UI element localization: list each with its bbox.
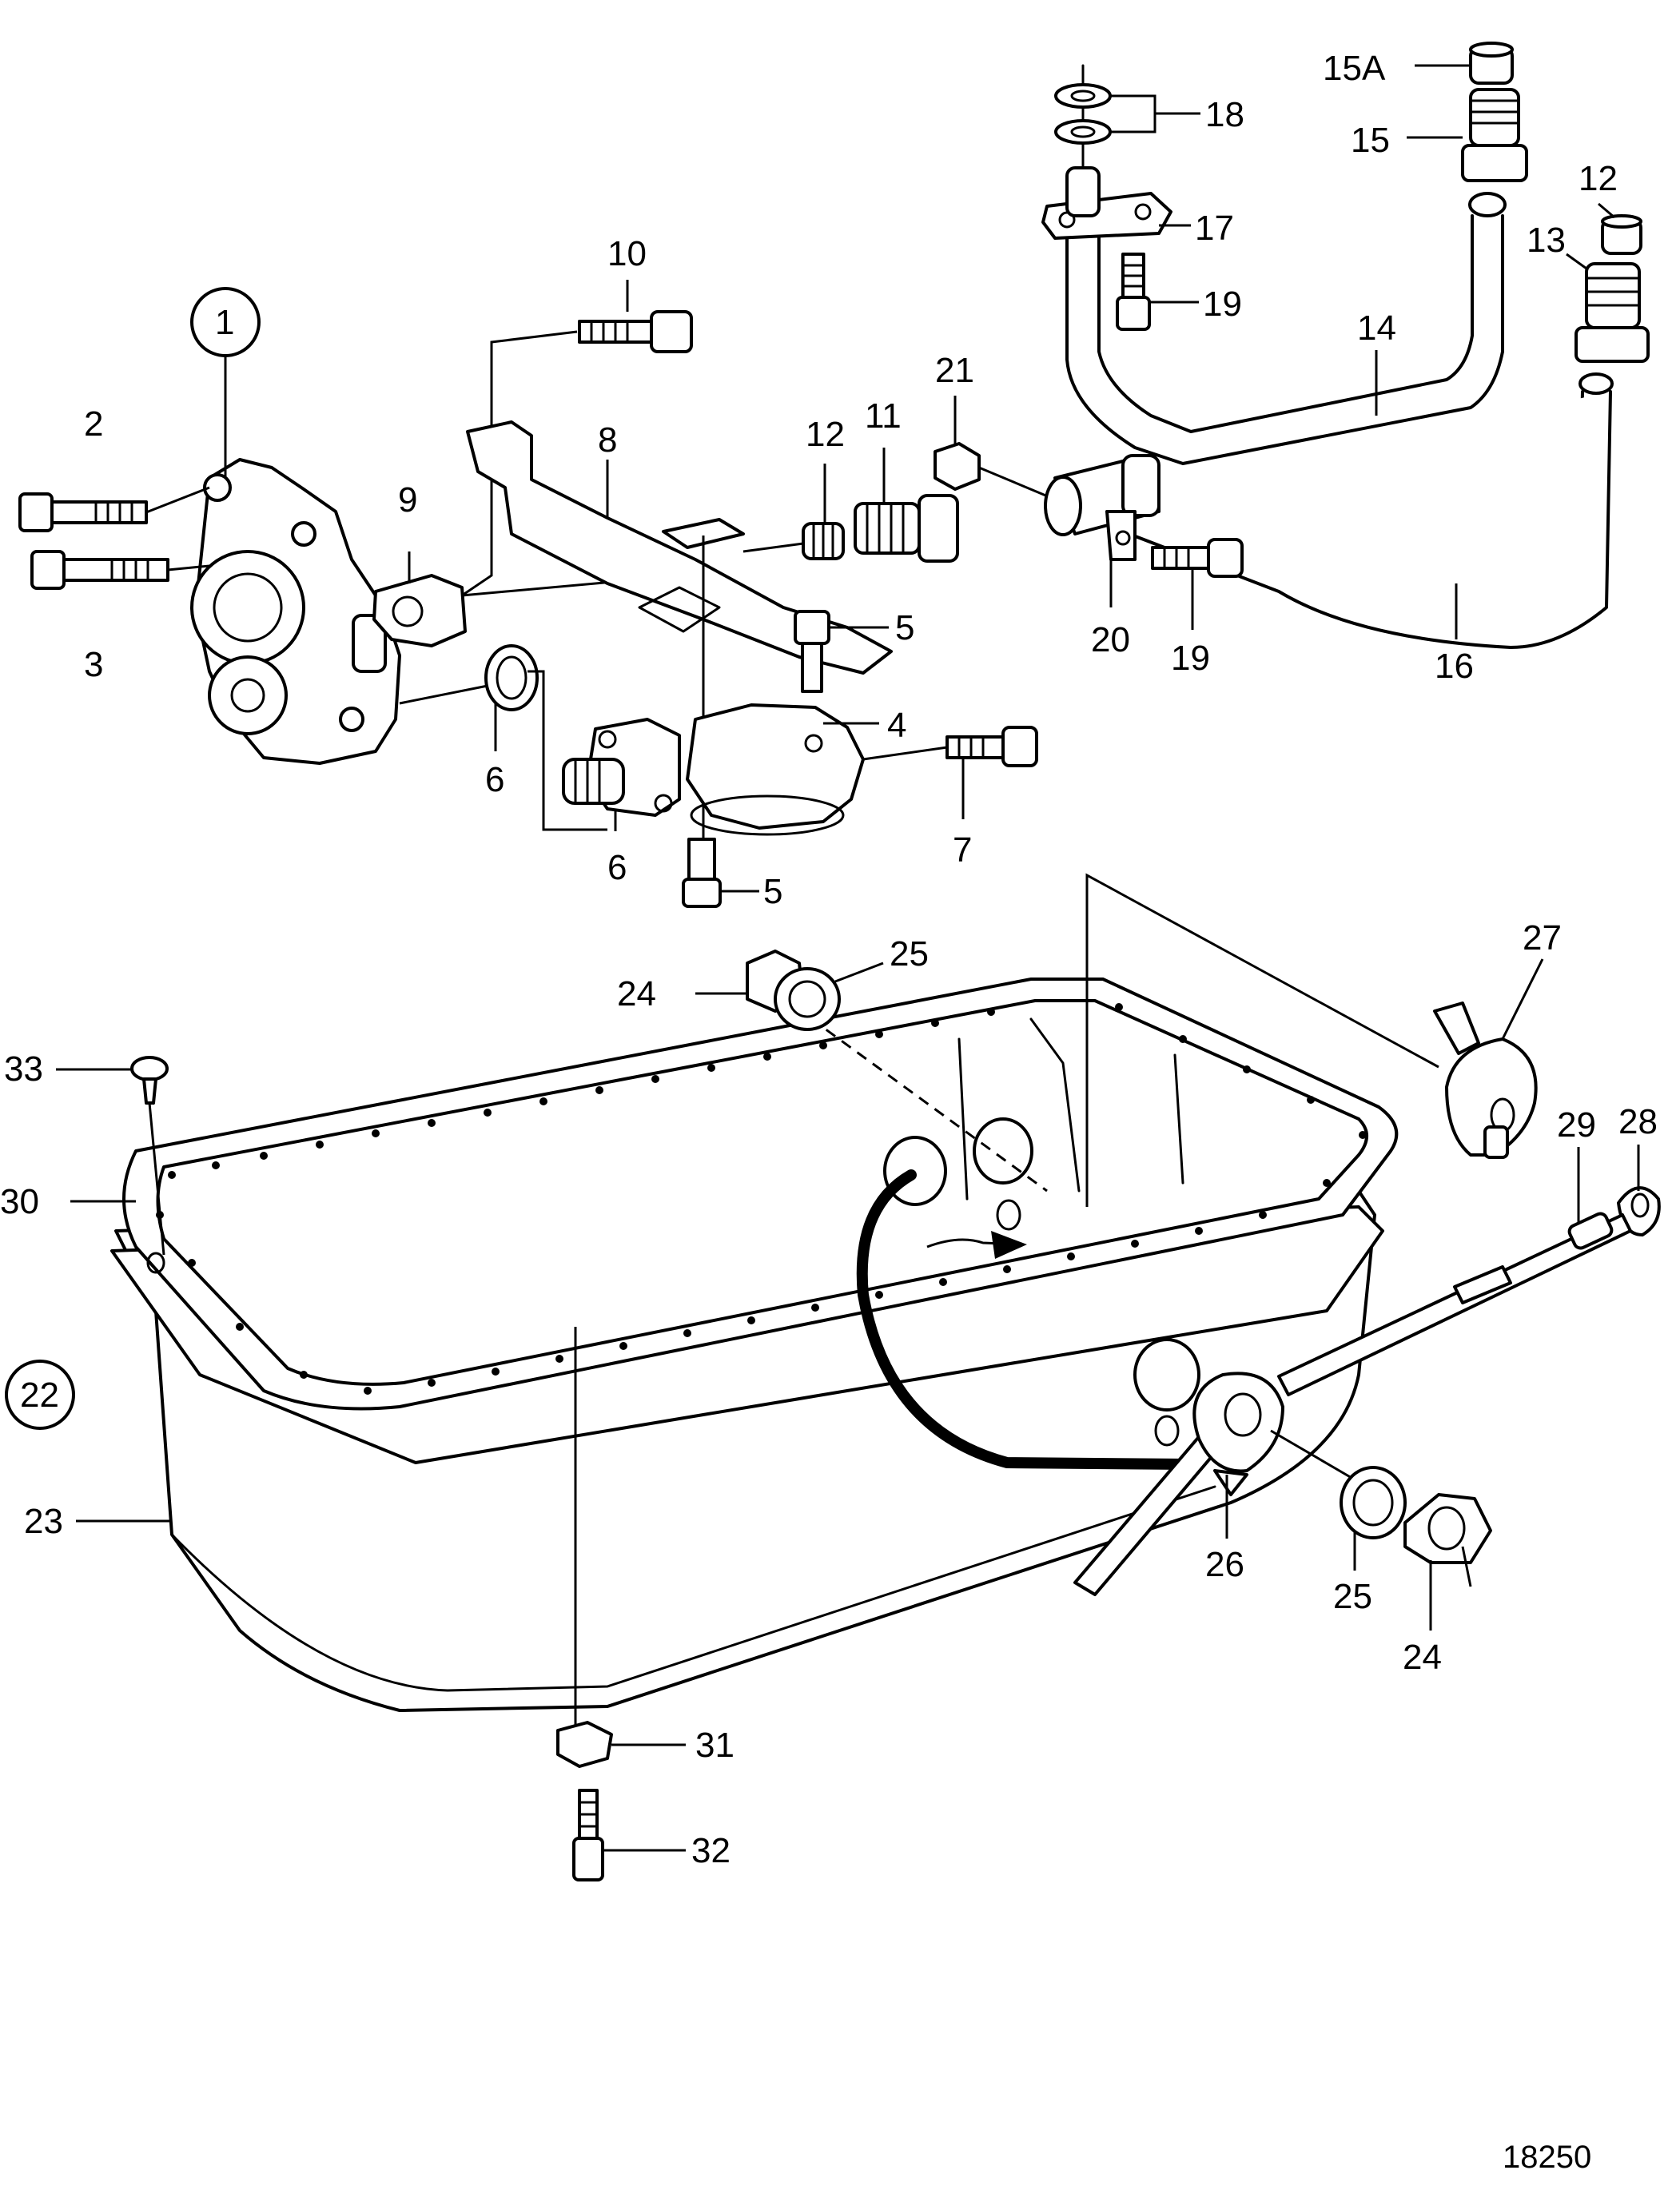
- callout-20: 20: [1091, 620, 1130, 659]
- callout-17: 17: [1195, 209, 1234, 248]
- pipe-14: [1065, 178, 1507, 465]
- callout-1: 1: [215, 303, 234, 342]
- callout-26: 26: [1205, 1545, 1244, 1584]
- leader-27-to-pan: [1085, 873, 1439, 1207]
- callout-29: 29: [1557, 1105, 1596, 1145]
- union-15: [1461, 88, 1528, 182]
- leader-33: [56, 1068, 165, 1256]
- callout-labels: 1 2 3 4 5 5 6 6 7 8 9 10 11 12 12 13 14 …: [0, 49, 1658, 1870]
- leader-13: [1566, 253, 1587, 270]
- callout-7: 7: [953, 830, 972, 870]
- leader-18: [1110, 94, 1200, 133]
- callout-18: 18: [1205, 95, 1244, 134]
- callout-3: 3: [84, 645, 103, 684]
- pipe-16: [1069, 372, 1614, 649]
- callout-33: 33: [4, 1049, 43, 1089]
- figure-number: 18250: [1503, 2140, 1591, 2175]
- callout-22: 22: [20, 1376, 59, 1415]
- flange-17: [1041, 166, 1172, 240]
- bolt-19-lower: [1151, 538, 1244, 578]
- callout-9: 9: [398, 480, 417, 520]
- dipstick-tube-hose: [856, 1169, 1196, 1470]
- callout-8: 8: [598, 420, 617, 460]
- callout-15a: 15A: [1323, 49, 1386, 88]
- nut-21: [934, 442, 981, 491]
- leader-27: [1501, 958, 1544, 1040]
- washers-18: [1054, 64, 1112, 169]
- leader-pump-to-seal: [399, 684, 488, 705]
- bolt-3: [30, 550, 169, 590]
- callout-ring-22: [5, 1360, 75, 1430]
- bracket-8: [466, 420, 893, 675]
- leader-6-loop: [527, 670, 607, 831]
- callout-14: 14: [1357, 309, 1396, 348]
- callout-25-lower: 25: [1333, 1577, 1372, 1616]
- callout-28: 28: [1618, 1102, 1658, 1141]
- drain-plug-32: [572, 1789, 604, 1881]
- bolt-7: [945, 726, 1038, 767]
- pan-interior: [146, 1017, 1200, 1447]
- breather-27: [1433, 1001, 1538, 1159]
- callout-24-upper: 24: [617, 974, 656, 1013]
- leader-25-upper: [834, 962, 884, 983]
- seal-31: [556, 1721, 613, 1768]
- gasket-30: [122, 978, 1399, 1411]
- bolt-2: [18, 492, 148, 532]
- callout-6-upper: 6: [485, 760, 504, 799]
- nipple-12-left: [802, 522, 845, 560]
- callout-31: 31: [695, 1726, 735, 1765]
- seal-ring-6-upper: [484, 644, 539, 711]
- callout-23: 23: [24, 1502, 63, 1541]
- callout-13: 13: [1527, 221, 1566, 260]
- callout-27: 27: [1523, 918, 1562, 958]
- callout-19-upper: 19: [1203, 285, 1242, 324]
- dipstick-rod-29: [1277, 1212, 1632, 1396]
- leader-24-lower: [1429, 1546, 1472, 1631]
- oil-strainer-4: [562, 703, 865, 836]
- union-13: [1575, 262, 1650, 363]
- bolt-5-upper: [794, 610, 830, 693]
- callout-25-upper: 25: [890, 934, 929, 974]
- leader-12-right: [1598, 202, 1615, 219]
- flange-holes: [156, 1003, 1367, 1395]
- oil-pump: [190, 458, 401, 765]
- leader-12-to-bracket: [742, 542, 804, 553]
- guide-tube-26: [1073, 1372, 1284, 1596]
- callout-12-right: 12: [1578, 159, 1618, 198]
- callout-6-lower: 6: [607, 848, 627, 887]
- callout-15: 15: [1351, 121, 1390, 160]
- flow-arrow: [926, 1238, 1024, 1248]
- nipple-15a: [1469, 42, 1514, 85]
- callout-30: 30: [0, 1182, 39, 1221]
- bolt-19-upper: [1116, 253, 1151, 331]
- callout-21: 21: [935, 351, 974, 390]
- leader-7-to-strainer: [862, 746, 948, 761]
- pipe-fitting-20: [1044, 454, 1160, 561]
- leader-2: [145, 486, 210, 514]
- bolt-10: [578, 310, 693, 353]
- leader-3: [167, 564, 210, 571]
- callout-10: 10: [607, 234, 647, 273]
- dashed-line-pan: [794, 1005, 1048, 1193]
- seal-25-lower: [1340, 1466, 1407, 1539]
- bolt-5-lower: [682, 838, 722, 908]
- plug-33: [130, 1056, 169, 1105]
- callout-24-lower: 24: [1403, 1638, 1442, 1677]
- nut-24-lower: [1403, 1493, 1492, 1564]
- flow-arrowhead: [991, 1231, 1027, 1259]
- callout-16: 16: [1435, 647, 1474, 686]
- union-11: [854, 494, 959, 563]
- callout-32: 32: [691, 1831, 731, 1870]
- callout-4: 4: [887, 706, 906, 745]
- callout-19-lower: 19: [1171, 639, 1210, 678]
- callout-2: 2: [84, 404, 103, 444]
- callout-5-lower: 5: [763, 872, 782, 911]
- callout-5-upper: 5: [895, 608, 914, 647]
- callout-11: 11: [865, 396, 902, 436]
- clamp-9: [372, 574, 467, 647]
- nipple-12-right: [1601, 214, 1642, 255]
- seal-25-upper: [774, 967, 841, 1031]
- callout-12-left: 12: [806, 415, 845, 454]
